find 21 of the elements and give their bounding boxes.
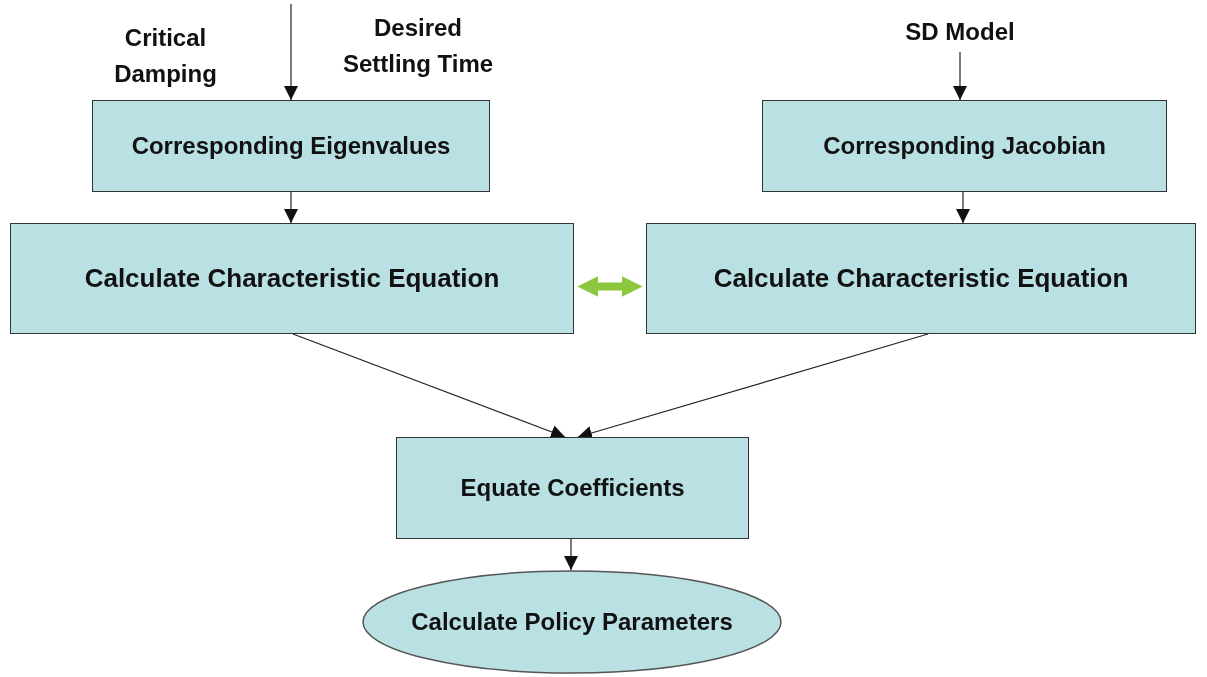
process-box xyxy=(10,223,574,334)
process-label: Calculate Characteristic Equation xyxy=(713,263,1129,294)
process-label: Calculate Characteristic Equation xyxy=(84,263,500,294)
input-label: Critical Damping xyxy=(113,23,218,89)
input-label: SD Model xyxy=(905,18,1015,46)
arrow xyxy=(284,191,298,224)
arrow xyxy=(564,538,578,571)
process-box xyxy=(646,223,1196,334)
process-box xyxy=(762,100,1167,192)
process-label: Corresponding Jacobian xyxy=(823,132,1106,160)
input-label: Desired Settling Time xyxy=(341,13,495,79)
process-box xyxy=(92,100,490,192)
terminal-label: Calculate Policy Parameters xyxy=(411,608,733,636)
arrow xyxy=(284,3,298,101)
arrow xyxy=(953,51,967,101)
process-label: Equate Coefficients xyxy=(460,474,685,502)
arrow xyxy=(292,333,566,439)
double-arrow xyxy=(577,276,643,297)
process-box xyxy=(396,437,749,539)
process-label: Corresponding Eigenvalues xyxy=(131,132,451,160)
arrow xyxy=(956,191,970,224)
